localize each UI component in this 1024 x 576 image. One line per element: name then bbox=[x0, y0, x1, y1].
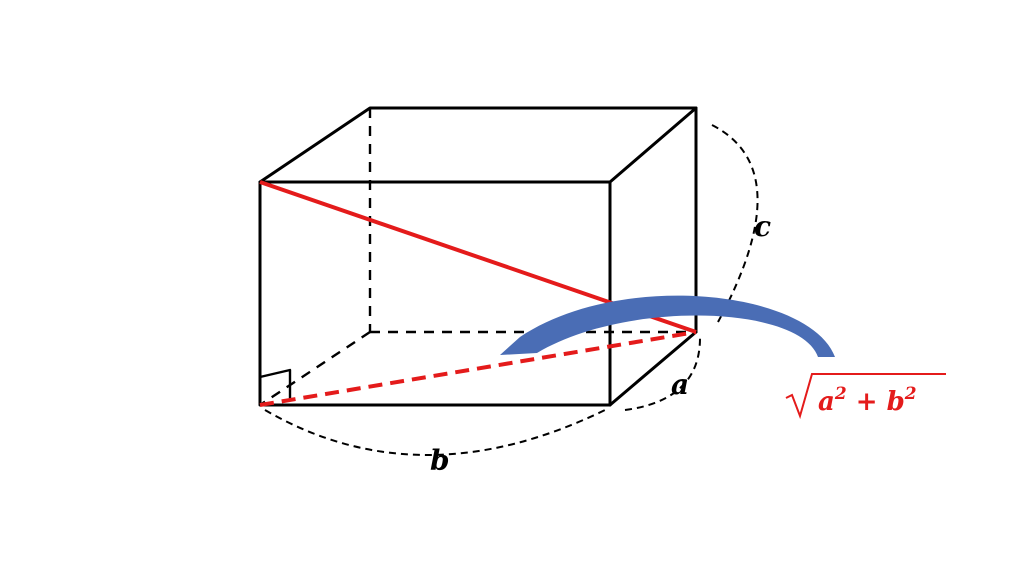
base-diagonal bbox=[259, 330, 697, 407]
curved-arrow bbox=[500, 295, 835, 357]
formula-b: b bbox=[887, 387, 905, 417]
front-face bbox=[258, 180, 612, 407]
formula-plus: + bbox=[847, 387, 887, 417]
label-c: c bbox=[754, 210, 771, 243]
hidden-left-depth-edge bbox=[259, 331, 371, 406]
label-a: a bbox=[671, 368, 689, 401]
formula-exp-a: 2 bbox=[834, 384, 847, 404]
dimension-arc-c bbox=[711, 124, 759, 323]
radical-sign bbox=[785, 373, 946, 420]
formula-text: a2 + b2 bbox=[818, 384, 917, 417]
right-bottom-depth-edge bbox=[608, 330, 698, 407]
formula-a: a bbox=[818, 387, 835, 417]
right-angle-marker bbox=[258, 368, 292, 400]
dimension-arc-b bbox=[264, 409, 606, 456]
label-b: b bbox=[430, 444, 450, 477]
top-face-back-edges bbox=[258, 106, 698, 184]
formula: a2 + b2 bbox=[785, 373, 946, 420]
dimension-arc-a bbox=[624, 337, 701, 411]
formula-exp-b: 2 bbox=[904, 384, 917, 404]
